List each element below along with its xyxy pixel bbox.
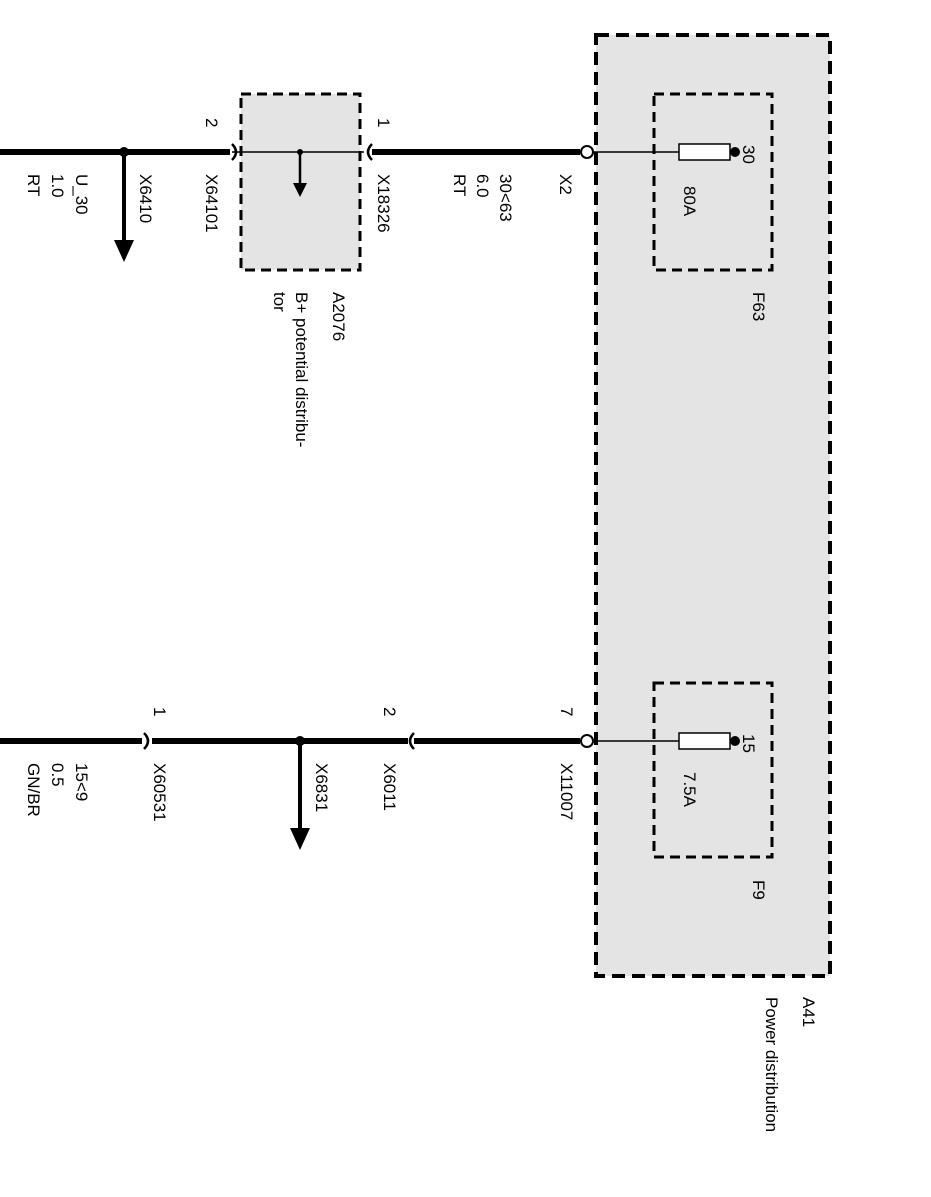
splice-x6410-arrow bbox=[114, 240, 134, 262]
fuse-f63-symbol bbox=[678, 143, 731, 161]
power-distribution-box bbox=[594, 33, 832, 978]
module-a41-name: Power distribution bbox=[762, 997, 781, 1132]
connector-x2-label: X2 bbox=[556, 174, 575, 195]
module-a41-id: A41 bbox=[799, 997, 818, 1027]
connector-x60531-pin: 1 bbox=[150, 707, 169, 716]
wire-u30-gauge: 1.0 bbox=[48, 174, 67, 198]
tap-a2076-dot bbox=[297, 149, 303, 155]
wire-u30-signal: U_30 bbox=[72, 174, 91, 215]
fuse-f63-rating-label: 80A bbox=[680, 186, 699, 217]
wire-15-9-gauge: 0.5 bbox=[48, 763, 67, 787]
fuse-f9-rating-label: 7.5A bbox=[680, 772, 699, 808]
fuse-f9-terminal-label: 15 bbox=[739, 734, 758, 753]
wire-30-63-signal: 30<63 bbox=[496, 174, 515, 222]
connector-x18326-label: X18326 bbox=[374, 174, 393, 233]
fuse-f63-id-label: F63 bbox=[749, 292, 768, 321]
splice-x6831-label: X6831 bbox=[312, 763, 331, 812]
connector-x11007-label: X11007 bbox=[557, 763, 576, 820]
wire-30-63-gauge: 6.0 bbox=[473, 174, 492, 198]
distributor-a2076-name-1: B+ potential distribu- bbox=[292, 292, 311, 447]
fuse-f9-terminal bbox=[730, 736, 740, 746]
connector-x60531 bbox=[143, 732, 150, 750]
wire-30-63-color: RT bbox=[450, 174, 469, 196]
connector-x60531-label: X60531 bbox=[150, 763, 169, 822]
connector-x6011-label: X6011 bbox=[380, 763, 399, 811]
connector-x64101-label: X64101 bbox=[202, 174, 221, 233]
fuse-f63-terminal bbox=[730, 147, 740, 157]
fuse-f9-symbol bbox=[678, 732, 731, 750]
fuse-f63-terminal-label: 30 bbox=[739, 145, 758, 164]
distributor-a2076-id: A2076 bbox=[329, 292, 348, 341]
connector-x2 bbox=[580, 145, 594, 159]
distributor-a2076-name-2: tor bbox=[270, 292, 289, 312]
fuse-f9-id-label: F9 bbox=[749, 880, 768, 900]
fuse-box-f9 bbox=[652, 681, 774, 859]
connector-x64101 bbox=[231, 143, 238, 161]
connector-x18326 bbox=[366, 143, 373, 161]
splice-x6410-label: X6410 bbox=[136, 174, 155, 223]
fuse-box-f63 bbox=[652, 92, 774, 272]
wire-15-9-color: GN/BR bbox=[24, 763, 43, 817]
connector-x11007 bbox=[580, 734, 594, 748]
connector-x64101-pin: 2 bbox=[202, 118, 221, 127]
connector-x6011 bbox=[408, 732, 415, 750]
connector-x6011-pin: 2 bbox=[380, 707, 399, 716]
connector-x11007-pin: 7 bbox=[557, 707, 576, 716]
tap-a2076-arrow bbox=[293, 183, 307, 197]
wire-u30-color: RT bbox=[24, 174, 43, 196]
splice-x6831-arrow bbox=[290, 828, 310, 850]
connector-x18326-pin: 1 bbox=[374, 118, 393, 127]
wire-15-9-signal: 15<9 bbox=[72, 763, 91, 801]
